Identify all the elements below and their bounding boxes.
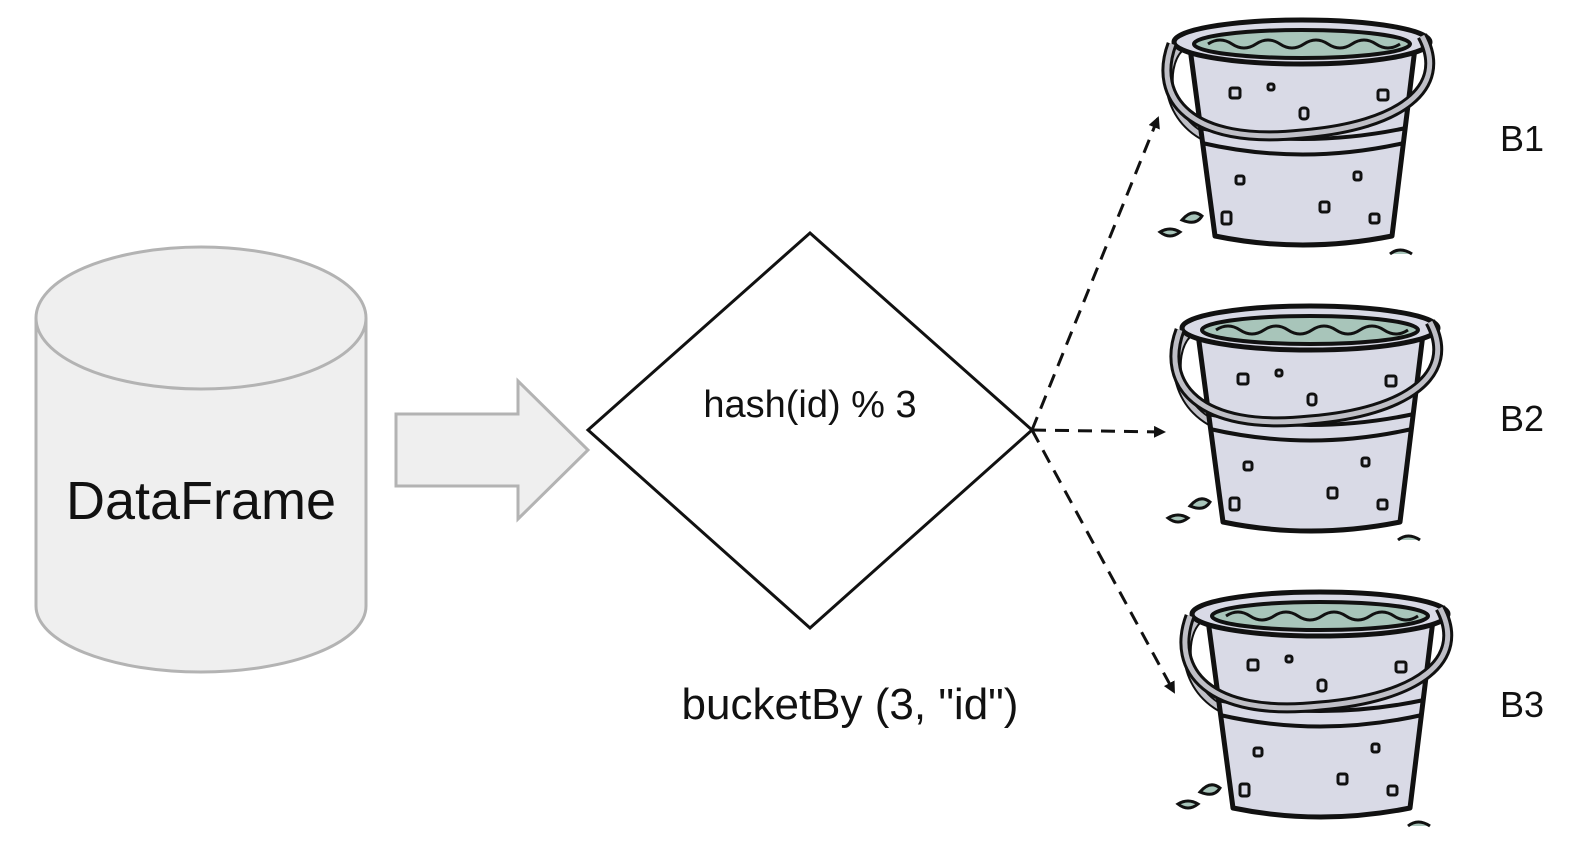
flow-arrow xyxy=(394,377,591,523)
hash-decision-node xyxy=(585,230,1035,631)
connector-b1 xyxy=(1030,116,1160,431)
hash-function-label: hash(id) % 3 xyxy=(703,384,917,426)
bucket-icon xyxy=(1178,592,1448,826)
dataframe-label: DataFrame xyxy=(65,471,337,531)
bucket-label-b1: B1 xyxy=(1500,118,1545,159)
bucketby-caption: bucketBy (3, "id") xyxy=(681,680,1019,729)
bucket-label-b2: B2 xyxy=(1500,398,1545,439)
bucket-icon xyxy=(1168,306,1438,540)
connector-b3 xyxy=(1030,429,1176,694)
dataframe-cylinder xyxy=(34,245,368,674)
bucket-icon xyxy=(1160,20,1430,254)
bucket-label-b3: B3 xyxy=(1500,684,1545,725)
connector-b2 xyxy=(1031,425,1166,438)
